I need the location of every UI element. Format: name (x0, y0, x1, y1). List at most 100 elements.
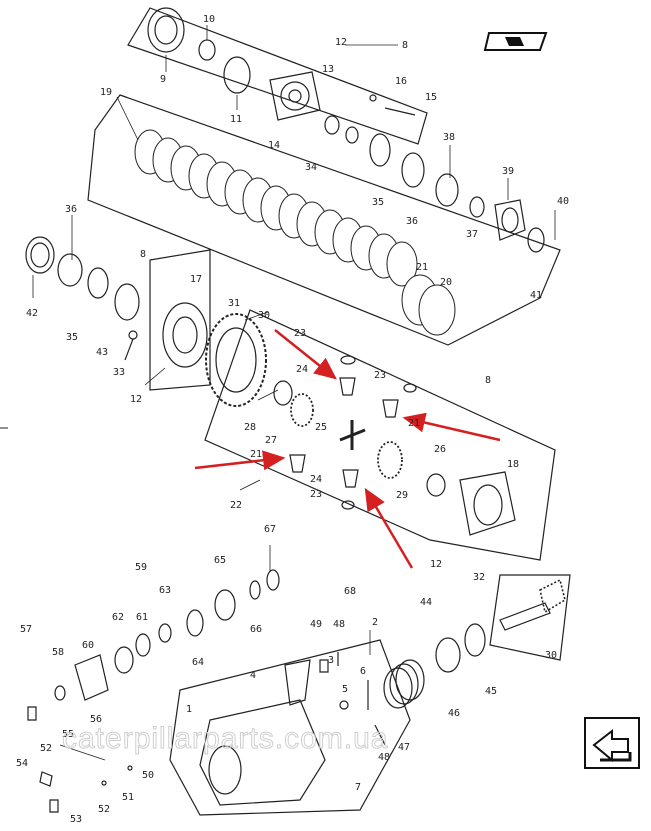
callout-32: 32 (473, 572, 485, 583)
cover-part-18 (459, 471, 516, 536)
callout-12c: 12 (430, 559, 442, 570)
callout-59: 59 (135, 562, 147, 573)
washer-part-23a (340, 355, 356, 365)
callout-31: 31 (228, 298, 240, 309)
navigation-arrow-icon[interactable] (584, 717, 640, 769)
callout-23b: 23 (374, 370, 386, 381)
callout-30b: 30 (545, 650, 557, 661)
callout-23: 23 (294, 328, 306, 339)
callout-44: 44 (420, 597, 432, 608)
callout-5: 5 (342, 684, 348, 695)
pin-part-15 (384, 107, 416, 116)
arrow-to-part-21c (194, 450, 286, 471)
callout-42: 42 (26, 308, 38, 319)
highlight-arrows (194, 329, 501, 569)
callout-10: 10 (203, 14, 215, 25)
callout-58: 58 (52, 647, 64, 658)
callout-8c: 8 (485, 375, 491, 386)
pinion-shaft-part-32 (499, 602, 551, 631)
yoke-part-60 (74, 654, 109, 701)
ring-part-67 (266, 569, 280, 591)
washer-part-58 (54, 685, 66, 701)
callout-8b: 8 (140, 249, 146, 260)
fitting-part-54 (39, 771, 53, 787)
lower-left-parts (27, 569, 280, 721)
callout-17: 17 (190, 274, 202, 285)
top-assembly-parts (147, 7, 416, 144)
pinion-gear-part-21c (289, 454, 306, 473)
ring-part-62 (114, 646, 134, 674)
callout-29: 29 (396, 490, 408, 501)
callout-26: 26 (434, 444, 446, 455)
washer-part-28 (273, 380, 293, 406)
callout-34: 34 (305, 162, 317, 173)
outline-top-assembly (127, 7, 428, 145)
plug-part-49 (319, 659, 329, 673)
cap-part-4 (284, 659, 311, 706)
bearing-part-44 (464, 623, 486, 657)
arrow-to-part-24b (364, 487, 414, 569)
callout-14: 14 (268, 140, 280, 151)
washer-part-23c (341, 500, 355, 510)
callout-21c: 21 (250, 449, 262, 460)
cup-part-36b (57, 253, 83, 287)
hub-part-17 (162, 302, 208, 368)
leader-lines (32, 25, 556, 761)
ring-gear-part-31 (205, 313, 267, 407)
callout-7: 7 (355, 782, 361, 793)
bearing-part-35b (87, 267, 109, 299)
ring-part-43 (114, 283, 140, 321)
bearing-stack-right (369, 133, 545, 253)
clutch-plates (134, 129, 456, 336)
book-icon[interactable] (483, 32, 548, 51)
callout-39: 39 (502, 166, 514, 177)
callout-35: 35 (372, 197, 384, 208)
callout-46: 46 (448, 708, 460, 719)
callout-36: 36 (406, 216, 418, 227)
washer-part-23b (403, 383, 417, 393)
callout-8: 8 (402, 40, 408, 51)
callout-50: 50 (142, 770, 154, 781)
callout-2: 2 (372, 617, 378, 628)
callout-53: 53 (70, 814, 82, 825)
callout-3: 3 (328, 655, 334, 666)
callout-27: 27 (265, 435, 277, 446)
pinion-gear-part-21b (382, 399, 399, 418)
callout-33: 33 (113, 367, 125, 378)
cup-part-65 (214, 589, 236, 621)
spring-part-46 (395, 659, 425, 701)
outline-housing (169, 639, 411, 816)
housing-assembly (39, 652, 386, 813)
cup-part-36 (401, 152, 425, 188)
callout-63: 63 (159, 585, 171, 596)
fitting-part-53 (49, 799, 59, 813)
outline-hub-left (149, 249, 211, 391)
callout-21b: 21 (408, 418, 420, 429)
callout-52: 52 (40, 743, 52, 754)
callout-54: 54 (16, 758, 28, 769)
ring-part-66 (249, 580, 261, 600)
seal-part-51 (101, 780, 107, 786)
cup-part-45 (435, 637, 461, 673)
seal-part-42 (25, 236, 55, 274)
callout-30: 30 (258, 310, 270, 321)
arrow-to-part-24a (274, 329, 337, 380)
bearing-stack-left (25, 236, 140, 361)
callout-48: 48 (333, 619, 345, 630)
ring-part-38 (435, 173, 459, 207)
outline-differential (204, 309, 556, 561)
callout-24b: 24 (310, 474, 322, 485)
callout-60: 60 (82, 640, 94, 651)
seal-part-41 (527, 227, 545, 253)
callout-23c: 23 (310, 489, 322, 500)
bolt-part-48b (374, 724, 386, 746)
callout-28: 28 (244, 422, 256, 433)
bearing-part-35 (369, 133, 391, 167)
callout-52b: 52 (98, 804, 110, 815)
callout-66: 66 (250, 624, 262, 635)
group-outlines (87, 7, 571, 816)
callout-12: 12 (335, 37, 347, 48)
outline-pinion (489, 574, 571, 661)
callout-38: 38 (443, 132, 455, 143)
